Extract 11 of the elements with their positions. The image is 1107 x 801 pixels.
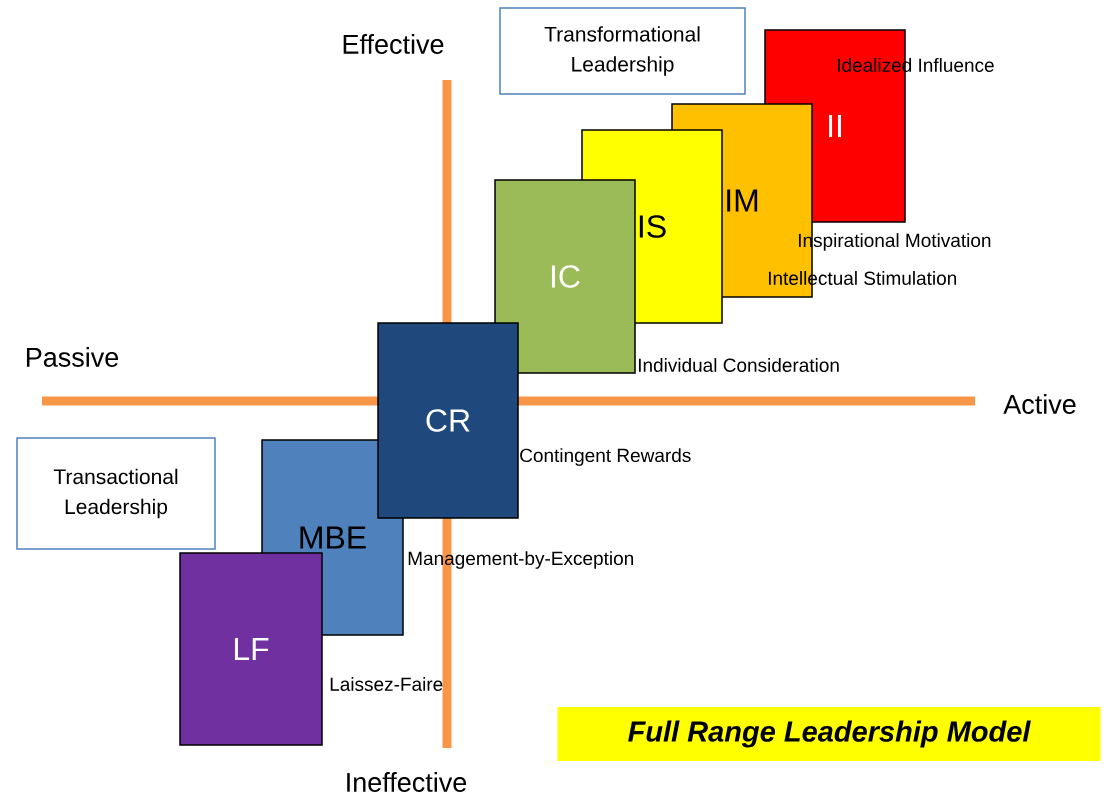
label-box: Transactional Leadership bbox=[16, 437, 216, 550]
axis-label: Ineffective bbox=[347, 772, 467, 792]
style-block: IC bbox=[494, 179, 636, 374]
axis-label: Passive bbox=[26, 347, 119, 367]
label-box: Transformational Leadership bbox=[499, 7, 746, 95]
caption-text: Intellectual Stimulation bbox=[768, 271, 957, 285]
style-block: LF bbox=[179, 552, 323, 746]
title-banner: Full Range Leadership Model bbox=[557, 707, 1101, 761]
style-block: CR bbox=[377, 322, 519, 519]
axis-label: Active bbox=[1003, 394, 1076, 414]
axis-label: Effective bbox=[343, 34, 444, 54]
